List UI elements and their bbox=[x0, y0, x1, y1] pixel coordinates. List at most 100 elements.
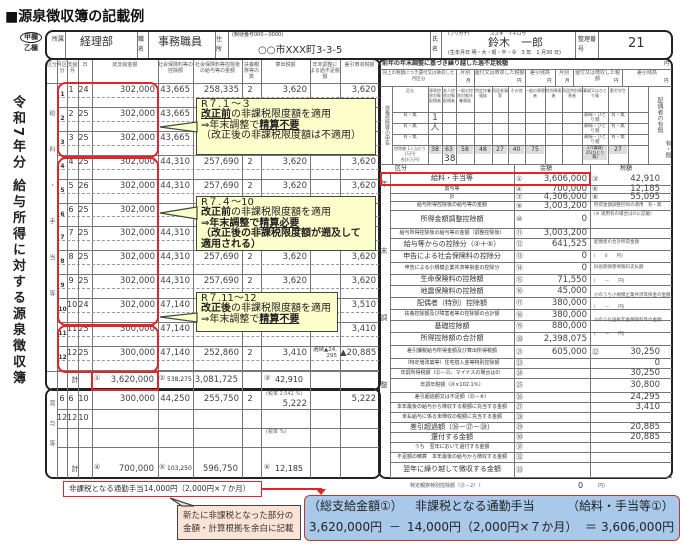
rule-line bbox=[390, 477, 672, 478]
rule-line bbox=[392, 145, 648, 146]
rule-line bbox=[392, 86, 393, 164]
total-label: 計 bbox=[71, 376, 79, 384]
cell-total: 302,000 bbox=[119, 85, 155, 95]
tax-rate: (税率 2.042 %) bbox=[266, 391, 303, 397]
year-end-tax: 24,295 bbox=[630, 392, 660, 402]
callout-r7-1-3: R７.１～３ 改正前の非課税限度額を適用 ⇒年末調整で精算不要（改正後の非課税限… bbox=[196, 98, 376, 155]
total-social: 103,250 bbox=[167, 465, 192, 472]
prev-year-col: 月別 bbox=[459, 70, 470, 76]
formula-minus: － bbox=[389, 520, 402, 534]
prev-year-unit: 月 bbox=[565, 79, 570, 84]
footer-label: 特定親族特別控除額（㉑－2）（ bbox=[410, 483, 481, 489]
cell-pd: 25 bbox=[78, 276, 89, 286]
year-end-amount: 880,000 bbox=[551, 321, 587, 331]
deduction-rate: 75 bbox=[526, 146, 544, 154]
total-tax: 12,185 bbox=[275, 464, 303, 473]
cell-tax: 3,620 bbox=[282, 156, 307, 167]
rule-line bbox=[92, 390, 93, 478]
year-end-note: ⑬のうち小規模企業共済等掛金の金額 bbox=[594, 293, 671, 298]
year-end-amount: 71,550 bbox=[557, 274, 587, 285]
circled-no: ① bbox=[516, 174, 523, 183]
circled-no: ⑩ bbox=[516, 215, 523, 223]
prev-year-col: 差引残高 bbox=[636, 70, 657, 76]
circled-no: ④ bbox=[94, 463, 101, 471]
month-division: 4 bbox=[60, 162, 65, 170]
rule-line bbox=[428, 86, 429, 164]
year-end-amount: 641,525 bbox=[551, 239, 587, 249]
cell-social: 47,140 bbox=[160, 324, 190, 334]
cell-pm: 4 bbox=[68, 156, 74, 166]
rule-line bbox=[380, 164, 672, 165]
spouse-label: 配偶者の有無 bbox=[656, 97, 663, 133]
callout-emphasis: 改正後 bbox=[201, 303, 231, 315]
cell-pd: 25 bbox=[78, 347, 89, 357]
cell-tax: 3,620 bbox=[282, 252, 307, 263]
dependents-sum: 38 bbox=[444, 154, 456, 164]
refund-month-label: 同上の税額につき還付又は徴収した月区分 bbox=[382, 71, 455, 82]
year-end-label: 本年最後の給与から徴収する税額に充当する金額 bbox=[396, 404, 507, 410]
callout-emphasis: 改正前 bbox=[201, 207, 231, 219]
dependents-header: 一般の障害者 bbox=[525, 88, 545, 98]
formula-total: 3,620,000円 bbox=[309, 520, 383, 534]
month-division: 3 bbox=[60, 138, 65, 146]
column-header: 区分 bbox=[47, 62, 58, 68]
cell-tax: 5,222 bbox=[282, 399, 307, 409]
circled-no: ⑬ bbox=[516, 252, 523, 260]
callout-title: R７.１～３ bbox=[201, 99, 252, 110]
column-header: 日 bbox=[82, 62, 88, 68]
formula-label-salary: （給料・手当等①） bbox=[567, 499, 674, 513]
month-division: 12 bbox=[58, 353, 67, 361]
rule-line bbox=[390, 422, 672, 423]
cell-wh: 5,222 bbox=[351, 394, 376, 404]
cell-social: 44,310 bbox=[160, 156, 190, 167]
formula-label-commute: 非課税となる通勤手当 bbox=[415, 499, 535, 513]
cell-pd: 25 bbox=[78, 252, 89, 262]
circled-no: ③ bbox=[264, 374, 271, 382]
circled-no: ㉒ bbox=[592, 347, 599, 356]
rule-line bbox=[390, 432, 672, 433]
year-end-side-label: 年末調整 bbox=[380, 180, 388, 448]
circled-no: ⑨ bbox=[516, 201, 523, 210]
dependents-header: 同居老親等 bbox=[492, 88, 508, 98]
dependents-cell: 有・無 bbox=[403, 135, 417, 140]
rule-line bbox=[648, 86, 649, 164]
cell-wh: 3,510 bbox=[351, 300, 376, 311]
commute-note-box: 非課税となる通勤手当14,000円（2,000円×７か月） bbox=[63, 481, 262, 497]
cell-wh: 3,620 bbox=[351, 252, 376, 263]
rule-line bbox=[310, 390, 311, 478]
rule-line bbox=[67, 390, 68, 478]
deduction-rate: 63 bbox=[443, 146, 455, 154]
rule-line bbox=[57, 154, 379, 156]
deduction-rate: 48 bbox=[475, 146, 491, 154]
rule-line bbox=[228, 32, 229, 58]
cell-social: 44,310 bbox=[160, 276, 190, 287]
rule-line bbox=[390, 452, 672, 453]
year-end-frame bbox=[378, 58, 673, 479]
dept-label: 所属 bbox=[52, 36, 65, 43]
year-end-label: 配偶者（特別）控除額 bbox=[417, 299, 487, 307]
year-end-label: 所得金額調整控除額 bbox=[420, 215, 484, 223]
cell-dep: 2 bbox=[247, 394, 253, 403]
formula-label-total: （総支給金額①） bbox=[308, 499, 403, 513]
circled-no: ⑲ bbox=[516, 322, 523, 330]
address-label: 住所 bbox=[216, 36, 223, 53]
cell-after: 258,335 bbox=[203, 85, 239, 95]
cell-pd: 25 bbox=[78, 132, 89, 142]
dependents-header: 特別障害者 bbox=[545, 88, 562, 98]
prev-year-unit: 月 bbox=[466, 79, 471, 84]
month-division: 6 bbox=[60, 210, 65, 218]
year-end-amount: 4,306,000 bbox=[543, 192, 587, 202]
prev-year-unit: 円 bbox=[664, 79, 669, 84]
id-value: 21 bbox=[628, 36, 645, 51]
callout-pointer bbox=[159, 121, 198, 133]
rule-line bbox=[442, 86, 443, 164]
circled-no: ⑤ bbox=[159, 463, 166, 471]
circled-no: ㉜ bbox=[516, 453, 523, 461]
cell-total: 302,000 bbox=[119, 156, 155, 167]
footer-value: 0 bbox=[578, 481, 584, 490]
highlight-months-1-3 bbox=[57, 82, 159, 158]
rule-line bbox=[57, 359, 379, 361]
cell-dep: 2 bbox=[247, 156, 253, 166]
rule-line bbox=[390, 250, 672, 251]
year-end-tax: 30,800 bbox=[630, 380, 660, 390]
